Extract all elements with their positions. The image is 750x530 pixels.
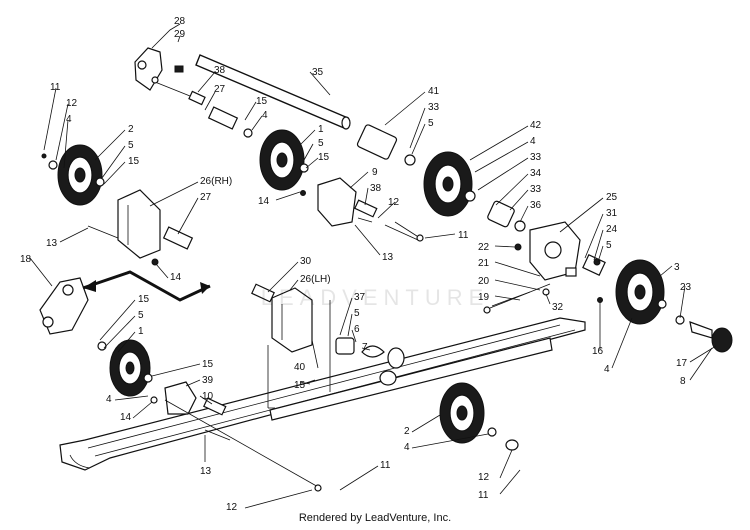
- callout-42: 42: [530, 120, 542, 131]
- callout-1: 1: [138, 326, 144, 337]
- callout-38: 38: [370, 183, 382, 194]
- callout-4: 4: [66, 114, 72, 125]
- callout-16: 16: [592, 346, 604, 357]
- callout-21: 21: [478, 258, 490, 269]
- callout-5: 5: [354, 308, 360, 319]
- idler-wheel-center: [259, 129, 309, 191]
- callout-38: 38: [214, 65, 226, 76]
- callout-23: 23: [680, 282, 692, 293]
- bracket-rh: [117, 189, 194, 266]
- credit-text: Rendered by LeadVenture, Inc.: [298, 512, 452, 524]
- callout-27: 27: [200, 192, 212, 203]
- callout-41: 41: [428, 86, 440, 97]
- callout-14: 14: [120, 412, 132, 423]
- callout-9: 9: [372, 167, 378, 178]
- callout-15: 15: [318, 152, 330, 163]
- callout-1: 1: [318, 124, 324, 135]
- callout-35: 35: [312, 67, 324, 78]
- callout-13: 13: [46, 238, 58, 249]
- callout-12: 12: [388, 197, 400, 208]
- callout-8: 8: [680, 376, 686, 387]
- callout-37: 37: [354, 292, 366, 303]
- callout-11: 11: [478, 490, 489, 501]
- callout-15: 15: [294, 380, 306, 391]
- callout-11: 11: [380, 460, 391, 471]
- callout-5: 5: [128, 140, 134, 151]
- shock-link: [335, 337, 405, 386]
- callout-5: 5: [428, 118, 434, 129]
- callout-3: 3: [674, 262, 680, 273]
- callout-labels: 28 29 35 38 27 15 4 1 5 15 41 33 5 42 4 …: [20, 16, 692, 513]
- callout-13: 13: [382, 252, 394, 263]
- callout-33: 33: [428, 102, 440, 113]
- callout-4: 4: [404, 442, 410, 453]
- callout-31: 31: [606, 208, 618, 219]
- callout-22: 22: [478, 242, 490, 253]
- callout-4: 4: [604, 364, 610, 375]
- callout-26rh: 26(RH): [200, 176, 232, 187]
- callout-25: 25: [606, 192, 618, 203]
- idler-wheel-upper-left: [41, 144, 105, 206]
- callout-15: 15: [202, 359, 214, 370]
- callout-2: 2: [128, 124, 134, 135]
- callout-40: 40: [294, 362, 306, 373]
- callout-4: 4: [530, 136, 536, 147]
- callout-5: 5: [138, 310, 144, 321]
- callout-12: 12: [66, 98, 78, 109]
- callout-15: 15: [128, 156, 140, 167]
- callout-4: 4: [262, 110, 268, 121]
- bracket-lh: [251, 283, 313, 353]
- idler-wheel-upper-right: [356, 124, 526, 232]
- callout-5: 5: [606, 240, 612, 251]
- bracket-center: [317, 177, 419, 241]
- callout-11: 11: [50, 82, 61, 93]
- pivot-arm-top: [134, 47, 184, 91]
- idler-wheel-right: [615, 259, 733, 353]
- callout-33: 33: [530, 184, 542, 195]
- callout-34: 34: [530, 168, 542, 179]
- callout-20: 20: [478, 276, 490, 287]
- callout-26lh: 26(LH): [300, 274, 331, 285]
- callout-2: 2: [404, 426, 410, 437]
- callout-36: 36: [530, 200, 542, 211]
- callout-24: 24: [606, 224, 618, 235]
- callout-18: 18: [20, 254, 32, 265]
- callout-33: 33: [530, 152, 542, 163]
- callout-28: 28: [174, 16, 186, 27]
- idler-wheel-lower-left: [97, 339, 153, 397]
- callout-4: 4: [106, 394, 112, 405]
- idler-wheel-lower-center: [439, 382, 519, 451]
- callout-5: 5: [318, 138, 324, 149]
- callout-14: 14: [170, 272, 182, 283]
- callout-12: 12: [478, 472, 490, 483]
- direction-arrows: [82, 270, 211, 302]
- callout-30: 30: [300, 256, 312, 267]
- leader-lines: [29, 23, 717, 509]
- callout-27: 27: [214, 84, 226, 95]
- callout-6: 6: [354, 324, 360, 335]
- callout-10: 10: [202, 391, 214, 402]
- slide-rail: [59, 317, 586, 471]
- callout-19: 19: [478, 292, 490, 303]
- callout-14: 14: [258, 196, 270, 207]
- bushings-top: [188, 90, 253, 138]
- group-bracket-lines: [267, 300, 331, 409]
- callout-7: 7: [362, 342, 368, 353]
- callout-17: 17: [676, 358, 688, 369]
- callout-13: 13: [200, 466, 212, 477]
- fasteners: [87, 190, 603, 492]
- callout-15: 15: [256, 96, 268, 107]
- callout-11: 11: [458, 230, 469, 241]
- callout-32: 32: [552, 302, 564, 313]
- callout-12: 12: [226, 502, 238, 513]
- watermark: LEADVENTURE: [260, 285, 490, 310]
- pivot-arm-lower: [39, 277, 89, 335]
- callout-39: 39: [202, 375, 214, 386]
- callout-29: 29: [174, 29, 186, 40]
- callout-15: 15: [138, 294, 150, 305]
